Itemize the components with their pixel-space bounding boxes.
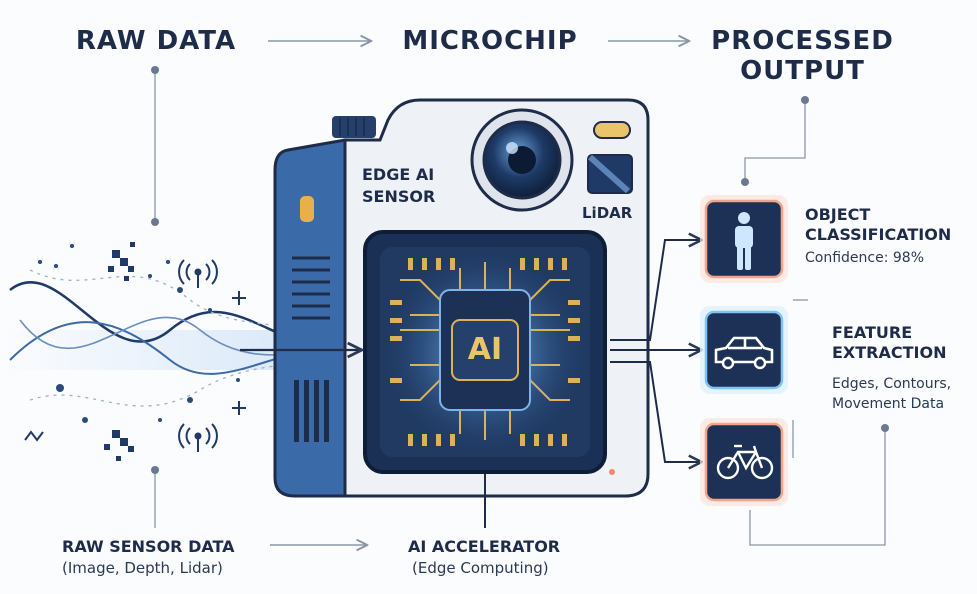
- sensor-label: SENSOR: [362, 187, 436, 206]
- output-2-detail-2: Movement Data: [832, 396, 945, 412]
- chip-pins: [390, 258, 580, 446]
- edge-ai-camera: [273, 98, 650, 498]
- connector-dot: [151, 66, 159, 74]
- side-slots: [294, 380, 329, 442]
- data-dots: [38, 244, 240, 423]
- output-tile-bicycle: [700, 418, 788, 506]
- plus-icon: [232, 291, 246, 415]
- output-tile-car: [700, 306, 788, 394]
- connector-dot: [151, 466, 159, 474]
- output-2-title: FEATURE: [832, 323, 913, 342]
- output-1-title-2: CLASSIFICATION: [805, 225, 952, 244]
- chip-ai-label: AI: [467, 332, 503, 367]
- raw-sensor-title: RAW SENSOR DATA: [62, 537, 235, 556]
- header-output: OUTPUT: [740, 56, 865, 86]
- output-tile-person: [700, 195, 788, 283]
- car-icon: [714, 336, 774, 364]
- right-connectors: [744, 100, 886, 546]
- output-2-title-2: EXTRACTION: [832, 343, 947, 362]
- output-connectors: [610, 240, 700, 462]
- wireless-signal-icon: [178, 423, 218, 452]
- header-raw-data: RAW DATA: [75, 26, 237, 56]
- lidar-label: LiDAR: [582, 204, 633, 222]
- header-processed: PROCESSED: [711, 26, 894, 56]
- connector-dot: [151, 218, 159, 226]
- data-pixels: [104, 242, 135, 461]
- output-2-detail: Edges, Contours,: [832, 376, 952, 392]
- circuit-traces: [400, 262, 570, 440]
- accelerator-title: AI ACCELERATOR: [408, 537, 561, 556]
- raw-sensor-sub: (Image, Depth, Lidar): [62, 559, 223, 577]
- edge-ai-label: EDGE AI: [362, 165, 435, 184]
- output-1-detail: Confidence: 98%: [805, 250, 924, 266]
- wireless-signal-icon: [178, 259, 218, 288]
- vent-grille: [292, 256, 330, 320]
- header-microchip: MICROCHIP: [402, 26, 578, 56]
- person-icon: [735, 212, 753, 270]
- bicycle-icon: [716, 444, 774, 480]
- output-1-title: OBJECT: [805, 205, 871, 224]
- accelerator-sub: (Edge Computing): [412, 559, 549, 577]
